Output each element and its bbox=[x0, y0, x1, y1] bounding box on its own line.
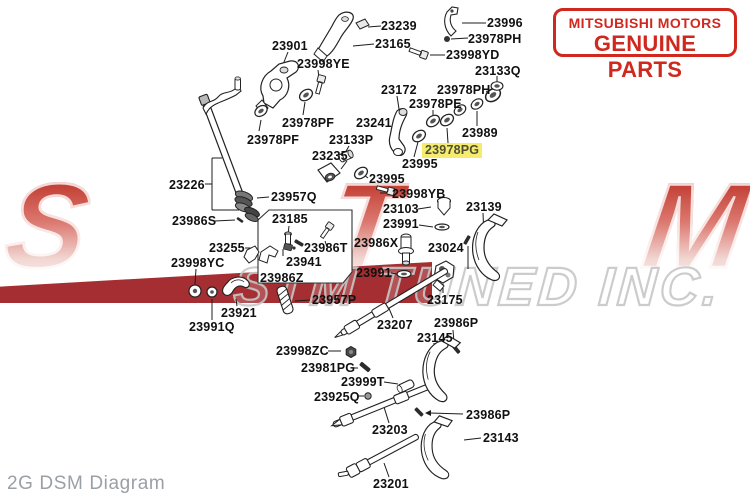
part-label-23991: 23991 bbox=[356, 266, 392, 280]
part-label-23957q: 23957Q bbox=[271, 190, 317, 204]
washer-rings-drawing bbox=[188, 81, 504, 298]
part-label-23145: 23145 bbox=[417, 331, 453, 345]
part-label-23185: 23185 bbox=[272, 212, 308, 226]
part-label-23925q: 23925Q bbox=[314, 390, 360, 404]
part-label-23143: 23143 bbox=[483, 431, 519, 445]
part-label-23978pe: 23978PE bbox=[409, 97, 462, 111]
cylinder-23133p-drawing bbox=[338, 149, 354, 163]
bracket-23235-drawing bbox=[317, 162, 341, 183]
part-label-23978ph: 23978PH bbox=[468, 32, 522, 46]
part-label-23999t: 23999T bbox=[341, 375, 385, 389]
part-label-23986x: 23986X bbox=[354, 236, 399, 250]
part-label-23226: 23226 bbox=[169, 178, 205, 192]
part-label-23986s: 23986S bbox=[172, 214, 217, 228]
shift-rails-drawing bbox=[330, 267, 449, 478]
part-label-23172: 23172 bbox=[381, 83, 417, 97]
part-label-23998yc: 23998YC bbox=[171, 256, 225, 270]
part-label-23998yd: 23998YD bbox=[446, 48, 500, 62]
part-label-23986p: 23986P bbox=[466, 408, 511, 422]
part-label-23103: 23103 bbox=[383, 202, 419, 216]
diagram-caption: 2G DSM Diagram bbox=[7, 473, 166, 494]
part-label-23978pf: 23978PF bbox=[282, 116, 335, 130]
part-label-23235: 23235 bbox=[312, 149, 348, 163]
part-label-23941: 23941 bbox=[286, 255, 322, 269]
part-label-23201: 23201 bbox=[373, 477, 409, 491]
part-label-23165: 23165 bbox=[375, 37, 411, 51]
part-23239-drawing bbox=[355, 18, 370, 30]
part-label-23207: 23207 bbox=[377, 318, 413, 332]
part-label-23241: 23241 bbox=[356, 116, 392, 130]
spring-23957p-drawing bbox=[276, 285, 294, 315]
screw-23925q-drawing bbox=[364, 392, 372, 400]
part-label-23986p: 23986P bbox=[434, 316, 479, 330]
part-label-23989: 23989 bbox=[462, 126, 498, 140]
small-hardware-drawing bbox=[236, 216, 471, 417]
screw-23978ph-drawing bbox=[444, 36, 450, 42]
badge-line1: MITSUBISHI MOTORS bbox=[568, 15, 722, 31]
part-label-23133q: 23133Q bbox=[475, 64, 521, 78]
clip-23986z-drawing bbox=[258, 245, 279, 264]
part-label-23986t: 23986T bbox=[304, 241, 348, 255]
part-label-23978pg-highlighted: 23978PG bbox=[422, 143, 483, 158]
part-label-23978pf: 23978PF bbox=[247, 133, 300, 147]
part-label-23998zc: 23998ZC bbox=[276, 344, 329, 358]
part-label-23998yb: 23998YB bbox=[392, 187, 446, 201]
part-label-23981pg: 23981PG bbox=[301, 361, 356, 375]
part-label-23175: 23175 bbox=[427, 293, 463, 307]
lever-23241-drawing bbox=[317, 108, 408, 183]
part-label-23203: 23203 bbox=[372, 423, 408, 437]
part-label-23986z: 23986Z bbox=[260, 271, 304, 285]
part-label-23139: 23139 bbox=[466, 200, 502, 214]
part-label-23901: 23901 bbox=[272, 39, 308, 53]
shift-shaft-drawing bbox=[198, 76, 260, 223]
badge-line2: GENUINE PARTS bbox=[593, 31, 697, 82]
part-label-23978ph: 23978PH bbox=[437, 83, 491, 97]
part-label-23255: 23255 bbox=[209, 241, 245, 255]
bracket-23996-drawing bbox=[444, 6, 459, 42]
mitsubishi-genuine-parts-badge: MITSUBISHI MOTORS GENUINE PARTS bbox=[553, 8, 737, 82]
clip-spring-drawing bbox=[222, 276, 294, 315]
part-label-23991q: 23991Q bbox=[189, 320, 235, 334]
part-label-23998ye: 23998YE bbox=[297, 57, 350, 71]
part-label-23921: 23921 bbox=[221, 306, 257, 320]
nut-23998zc-drawing bbox=[345, 345, 357, 359]
part-label-23991: 23991 bbox=[383, 217, 419, 231]
part-label-23024: 23024 bbox=[428, 241, 464, 255]
part-label-23957p: 23957P bbox=[312, 293, 357, 307]
part-label-23995: 23995 bbox=[369, 172, 405, 186]
inset-parts-drawing bbox=[243, 231, 305, 264]
part-label-23133p: 23133P bbox=[329, 133, 374, 147]
part-label-23239: 23239 bbox=[381, 19, 417, 33]
lever-23165-drawing bbox=[313, 11, 370, 63]
collar-23999t-drawing bbox=[396, 379, 415, 393]
part-label-23995: 23995 bbox=[402, 157, 438, 171]
part-label-23996: 23996 bbox=[487, 16, 523, 30]
